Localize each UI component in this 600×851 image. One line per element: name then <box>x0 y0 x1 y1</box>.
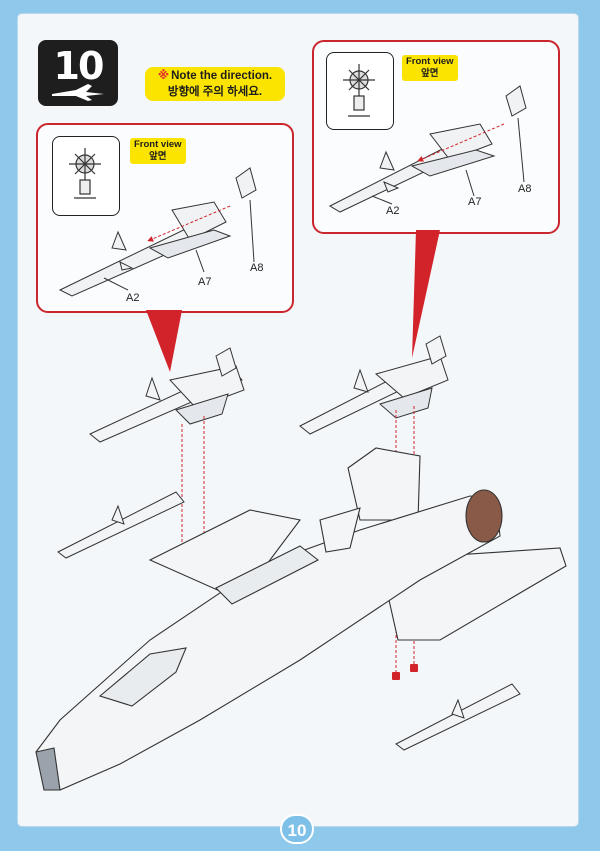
part-label-a8-right: A8 <box>518 183 532 195</box>
front-view-icon-left <box>69 148 101 199</box>
front-view-inset-left <box>52 136 120 216</box>
front-view-en-right: Front view <box>406 56 454 67</box>
note-marker: ※ <box>157 70 170 82</box>
callout-pointer-left <box>146 310 182 372</box>
front-view-inset-right <box>326 52 394 130</box>
jet-silhouette-icon <box>52 84 104 101</box>
missile-detail-right <box>328 85 527 213</box>
part-label-a7-left: A7 <box>198 276 212 288</box>
missile-assembled-left <box>89 347 245 443</box>
front-view-icon-right <box>343 64 375 117</box>
note-text-ko: 방향에 주의 하세요. <box>167 86 263 98</box>
direction-note: ※Note the direction. 방향에 주의 하세요. <box>145 67 285 101</box>
page-number: 10 <box>280 814 314 844</box>
step-number: 10 <box>53 44 105 88</box>
front-view-label-right: Front view 앞면 <box>402 55 458 81</box>
missile-assembled-right <box>299 335 449 435</box>
aircraft-body <box>35 447 567 791</box>
front-view-label-left: Front view 앞면 <box>130 138 186 164</box>
wingtip-missile-left <box>57 491 185 559</box>
note-text-en: Note the direction. <box>171 70 273 82</box>
part-label-a2-right: A2 <box>386 205 400 217</box>
front-view-en-left: Front view <box>134 139 182 150</box>
missile-detail-left <box>58 167 257 297</box>
wingtip-missile-right <box>395 683 521 751</box>
step-number-badge: 10 <box>38 40 118 106</box>
part-label-a8-left: A8 <box>250 262 264 274</box>
part-label-a2-left: A2 <box>126 292 140 304</box>
part-label-a7-right: A7 <box>468 196 482 208</box>
callout-pointer-right <box>412 230 440 358</box>
front-view-ko-right: 앞면 <box>421 68 439 79</box>
front-view-ko-left: 앞면 <box>149 151 167 162</box>
